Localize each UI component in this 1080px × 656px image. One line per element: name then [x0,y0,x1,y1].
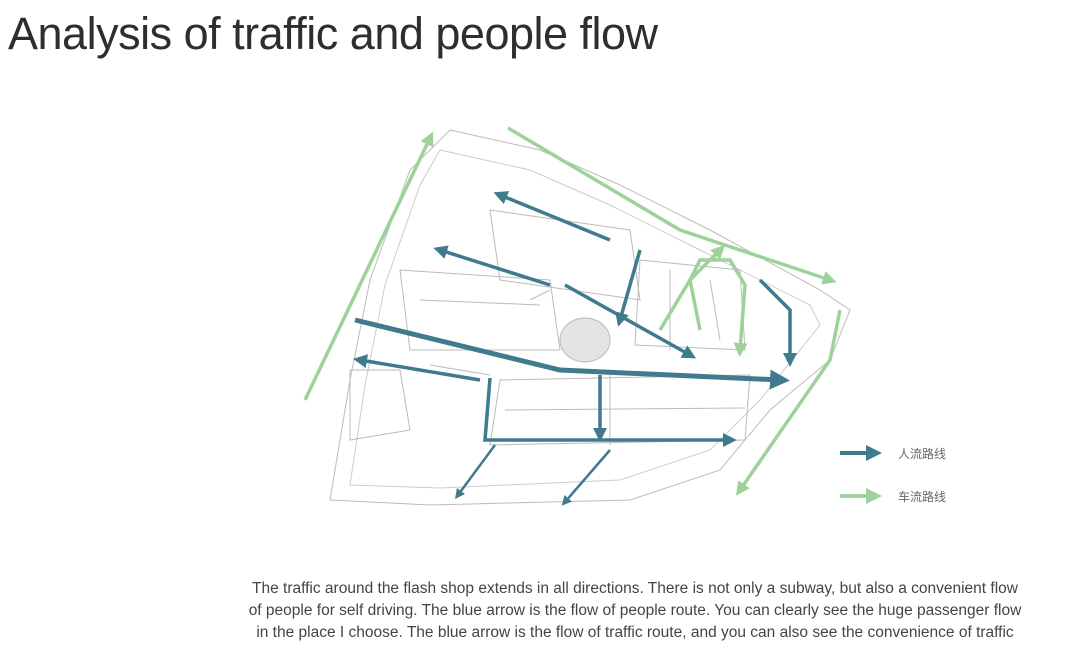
people-flow-arrow [561,449,611,506]
people-flow-arrow [615,249,642,327]
traffic-flow-arrow [303,131,434,401]
traffic-flow-arrow [688,258,748,357]
people-flow-arrows [353,191,797,506]
traffic-flow-arrows [303,126,842,496]
people-flow-arrow [433,245,551,287]
traffic-flow-arrow [658,245,725,331]
page-title: Analysis of traffic and people flow [8,8,658,59]
people-flow-arrow [758,278,797,367]
people-flow-arrow [354,317,790,390]
legend-label: 人流路线 [898,446,947,461]
people-flow-arrow [483,377,737,447]
legend-label: 车流路线 [898,489,947,504]
traffic-flow-arrow [736,309,842,496]
traffic-flow-arrow [507,126,837,285]
people-flow-arrow [493,191,611,242]
legend-item-traffic-flow: 车流路线 [840,486,946,506]
caption-line: of people for self driving. The blue arr… [248,602,1022,619]
green-arrow-icon [840,488,882,504]
caption: The traffic around the flash shop extend… [180,578,1080,644]
site-plan-map [303,126,851,506]
legend-item-people-flow: 人流路线 [840,443,946,463]
blue-arrow-icon [840,445,882,461]
caption-line: The traffic around the flash shop extend… [252,580,1018,597]
people-flow-arrow [455,444,497,500]
people-flow-arrow [353,354,481,382]
caption-line: in the place I choose. The blue arrow is… [256,624,1014,641]
